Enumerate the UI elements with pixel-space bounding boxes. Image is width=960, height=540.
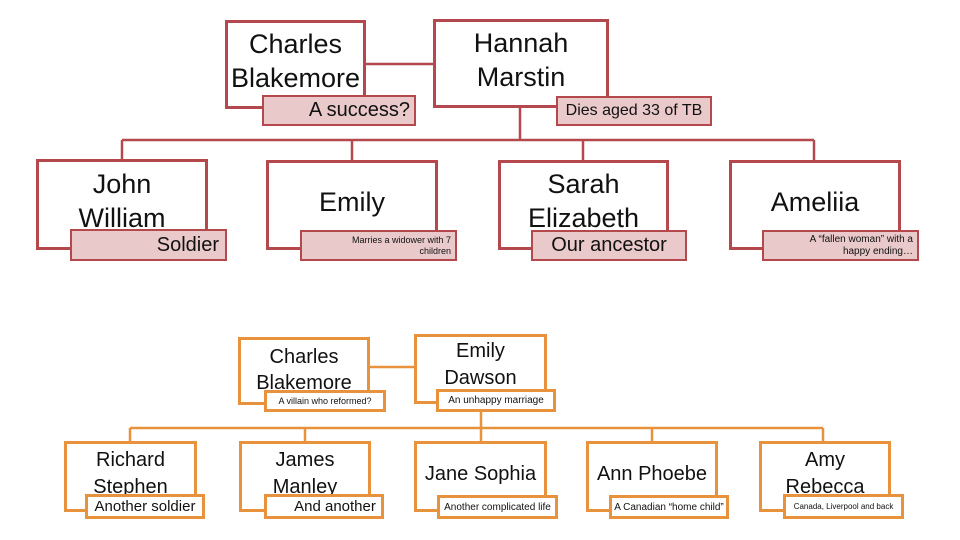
person-note: Marries a widower with 7 children bbox=[300, 230, 457, 261]
person-name: Jane Sophia bbox=[424, 463, 537, 485]
person-name: Richard Stephen bbox=[93, 449, 168, 498]
person-name: John William bbox=[78, 169, 166, 233]
person-box-hannah-marstin: Hannah Marstin bbox=[433, 19, 609, 108]
person-box-charles-blakemore-top: Charles Blakemore bbox=[225, 20, 366, 109]
person-note: A “fallen woman” with a happy ending… bbox=[762, 230, 919, 261]
person-name: Charles Blakemore bbox=[256, 346, 352, 394]
person-note: Our ancestor bbox=[531, 230, 687, 261]
person-note: Soldier bbox=[70, 229, 227, 261]
person-note: Another complicated life bbox=[437, 495, 558, 519]
person-name: Sarah Elizabeth bbox=[527, 169, 640, 233]
person-note: Dies aged 33 of TB bbox=[556, 96, 712, 126]
person-name: Ann Phoebe bbox=[596, 463, 708, 485]
person-note: Another soldier bbox=[85, 494, 205, 519]
person-note: Canada, Liverpool and back bbox=[783, 494, 904, 519]
person-note: A villain who reformed? bbox=[264, 390, 386, 412]
person-name: Hannah Marstin bbox=[473, 28, 569, 92]
person-note: An unhappy marriage bbox=[436, 389, 556, 412]
person-name: Amy Rebecca bbox=[785, 449, 865, 498]
person-name: Emily bbox=[319, 187, 385, 217]
person-note: A Canadian “home child” bbox=[609, 495, 729, 519]
person-name: James Manley bbox=[272, 449, 338, 498]
person-note: A success? bbox=[262, 95, 416, 126]
person-name: Ameliia bbox=[770, 187, 860, 217]
person-note: And another bbox=[264, 494, 384, 519]
person-name: Charles Blakemore bbox=[230, 29, 361, 93]
person-name: Emily Dawson bbox=[444, 340, 517, 389]
